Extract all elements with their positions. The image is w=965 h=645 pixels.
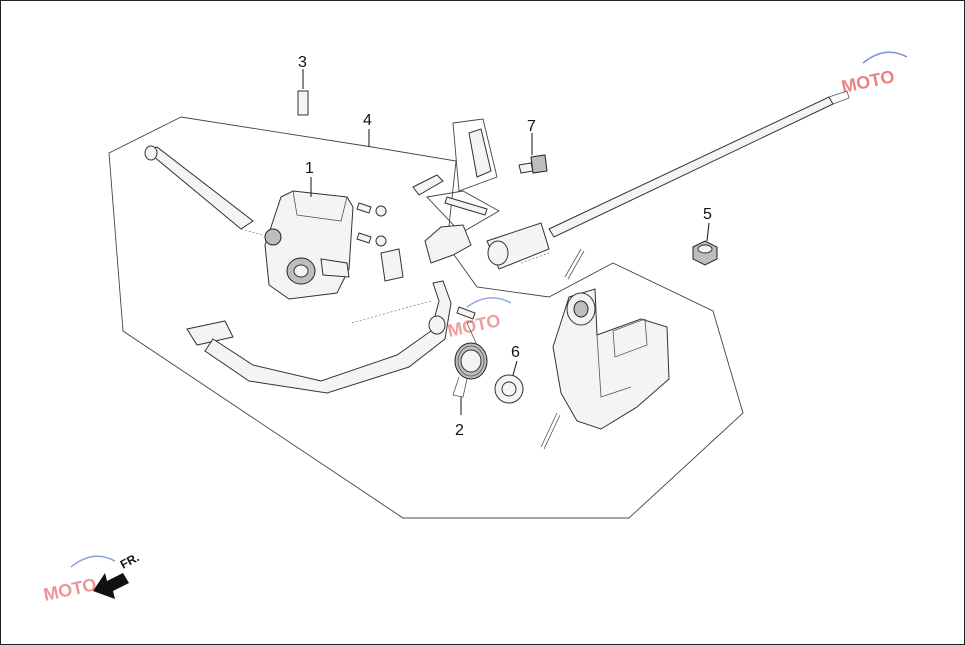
flange-nut — [692, 240, 718, 266]
leader-5 — [706, 222, 710, 242]
callout-4: 4 — [363, 112, 372, 129]
pivot-shaft — [144, 145, 270, 238]
front-direction-arrow: FR. — [93, 550, 141, 599]
leader-6 — [512, 360, 518, 376]
bracket-bolts — [356, 202, 404, 282]
watermark-logo-top-right: MOTO — [840, 51, 908, 97]
callout-3: 3 — [298, 54, 307, 71]
callout-6: 6 — [511, 344, 520, 361]
assembly-outline — [108, 116, 744, 519]
callout-2: 2 — [455, 422, 464, 439]
watermark-logo-center: MOTO — [446, 297, 512, 341]
rear-bracket — [552, 288, 670, 430]
watermark-text-bottom: MOTO — [42, 574, 99, 605]
return-spring — [452, 306, 488, 398]
watermark-text-top: MOTO — [840, 66, 897, 97]
callout-5: 5 — [703, 206, 712, 223]
hex-bolt — [518, 154, 548, 174]
link-plates — [412, 118, 500, 264]
callout-1: 1 — [305, 160, 314, 177]
pin — [297, 90, 309, 116]
washer — [494, 374, 524, 404]
pivot-bracket — [264, 190, 354, 300]
callout-7: 7 — [527, 118, 536, 135]
brake-rod — [486, 90, 850, 270]
watermark-text-center: MOTO — [446, 310, 503, 341]
brake-pedal — [186, 280, 452, 394]
split-pins — [540, 248, 585, 450]
front-direction-label: FR. — [118, 550, 142, 571]
